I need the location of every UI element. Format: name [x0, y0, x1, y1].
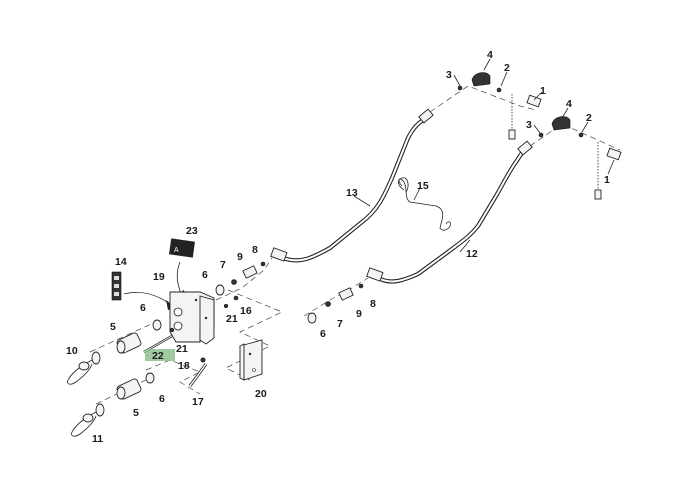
callout-9[interactable]: 9: [356, 308, 362, 320]
o-ring-2a: [496, 87, 502, 93]
adapter-9b[interactable]: [338, 287, 354, 301]
o-ring-6b: [307, 312, 317, 324]
callout-22[interactable]: 22: [152, 350, 164, 362]
dust-cap-chain-b: [594, 142, 602, 200]
callout-19[interactable]: 19: [153, 271, 165, 283]
coupler-1a[interactable]: [526, 94, 542, 108]
callout-21[interactable]: 21: [176, 343, 188, 355]
o-ring-7b: [325, 301, 331, 307]
callout-2[interactable]: 2: [586, 112, 592, 124]
callout-21[interactable]: 21: [226, 313, 238, 325]
callout-5[interactable]: 5: [133, 407, 139, 419]
adapter-9a[interactable]: [242, 265, 258, 279]
callout-4[interactable]: 4: [566, 98, 572, 110]
nut-16: [233, 295, 239, 301]
callout-6[interactable]: 6: [320, 328, 326, 340]
wire-harness-15[interactable]: [398, 177, 451, 231]
decal-14: [111, 271, 122, 301]
washer-21b: [169, 327, 175, 333]
hose-12-lower-fitting: [366, 267, 384, 282]
dust-cap-10[interactable]: [67, 351, 101, 385]
callout-4[interactable]: 4: [487, 49, 493, 61]
callout-16[interactable]: 16: [240, 305, 252, 317]
o-ring-3b: [538, 132, 544, 138]
o-ring-6a: [215, 284, 225, 296]
bracket-19[interactable]: [169, 291, 215, 345]
dust-cap-11[interactable]: [71, 403, 105, 437]
callout-11[interactable]: 11: [92, 433, 103, 445]
callout-1[interactable]: 1: [604, 174, 610, 186]
callout-12[interactable]: 12: [466, 248, 478, 260]
o-ring-2b: [578, 132, 584, 138]
callout-22-highlight: [145, 349, 175, 361]
pin-17[interactable]: [188, 363, 208, 387]
callout-14[interactable]: 14: [115, 256, 127, 268]
callout-labels: 1 1 2 2 3 3 4 4 5 5 6 6 6 6 7 7 8 8 9 9 …: [66, 49, 610, 445]
callout-3[interactable]: 3: [446, 69, 452, 81]
o-ring-3a: [457, 85, 463, 91]
callout-20[interactable]: 20: [255, 388, 267, 400]
callout-5[interactable]: 5: [110, 321, 116, 333]
decal-23: A: [169, 238, 195, 258]
callout-15[interactable]: 15: [417, 180, 429, 192]
callout-6[interactable]: 6: [159, 393, 165, 405]
callout-7[interactable]: 7: [220, 259, 226, 271]
coupler-5a[interactable]: [116, 332, 142, 354]
nut-18: [200, 357, 206, 363]
leader-lines: [353, 58, 615, 253]
callout-3[interactable]: 3: [526, 119, 532, 131]
o-ring-8b: [358, 283, 364, 289]
callout-8[interactable]: 8: [370, 298, 376, 310]
callout-7[interactable]: 7: [337, 318, 343, 330]
hose-13-upper-fitting: [418, 108, 434, 124]
callout-6[interactable]: 6: [140, 302, 146, 314]
hose-13-lower-fitting: [270, 247, 288, 262]
decal-14-arrow: [123, 292, 171, 305]
hose-13[interactable]: [280, 115, 429, 263]
bracket-20[interactable]: [239, 339, 263, 381]
o-ring-6d: [145, 372, 155, 384]
svg-text:A: A: [174, 247, 179, 254]
callout-17[interactable]: 17: [192, 396, 204, 408]
callout-8[interactable]: 8: [252, 244, 258, 256]
hose-12-upper-fitting: [517, 140, 533, 156]
callout-2[interactable]: 2: [504, 62, 510, 74]
callout-1[interactable]: 1: [540, 85, 546, 97]
coupler-1b[interactable]: [606, 147, 622, 161]
o-ring-8a: [260, 261, 266, 267]
callout-6[interactable]: 6: [202, 269, 208, 281]
o-ring-6c: [152, 319, 162, 331]
callout-13[interactable]: 13: [346, 187, 358, 199]
callout-23[interactable]: 23: [186, 225, 198, 237]
callout-9[interactable]: 9: [237, 251, 243, 263]
callout-10[interactable]: 10: [66, 345, 78, 357]
elbow-fitting-4a[interactable]: [471, 72, 491, 87]
decal-23-arrow: [176, 261, 183, 297]
elbow-fitting-4b[interactable]: [551, 116, 571, 131]
o-ring-7a: [231, 279, 237, 285]
coupler-5b[interactable]: [116, 378, 142, 400]
dust-cap-chain-a: [508, 94, 516, 140]
hose-12[interactable]: [375, 145, 529, 284]
callout-18[interactable]: 18: [178, 360, 190, 372]
washer-21a: [223, 303, 229, 309]
